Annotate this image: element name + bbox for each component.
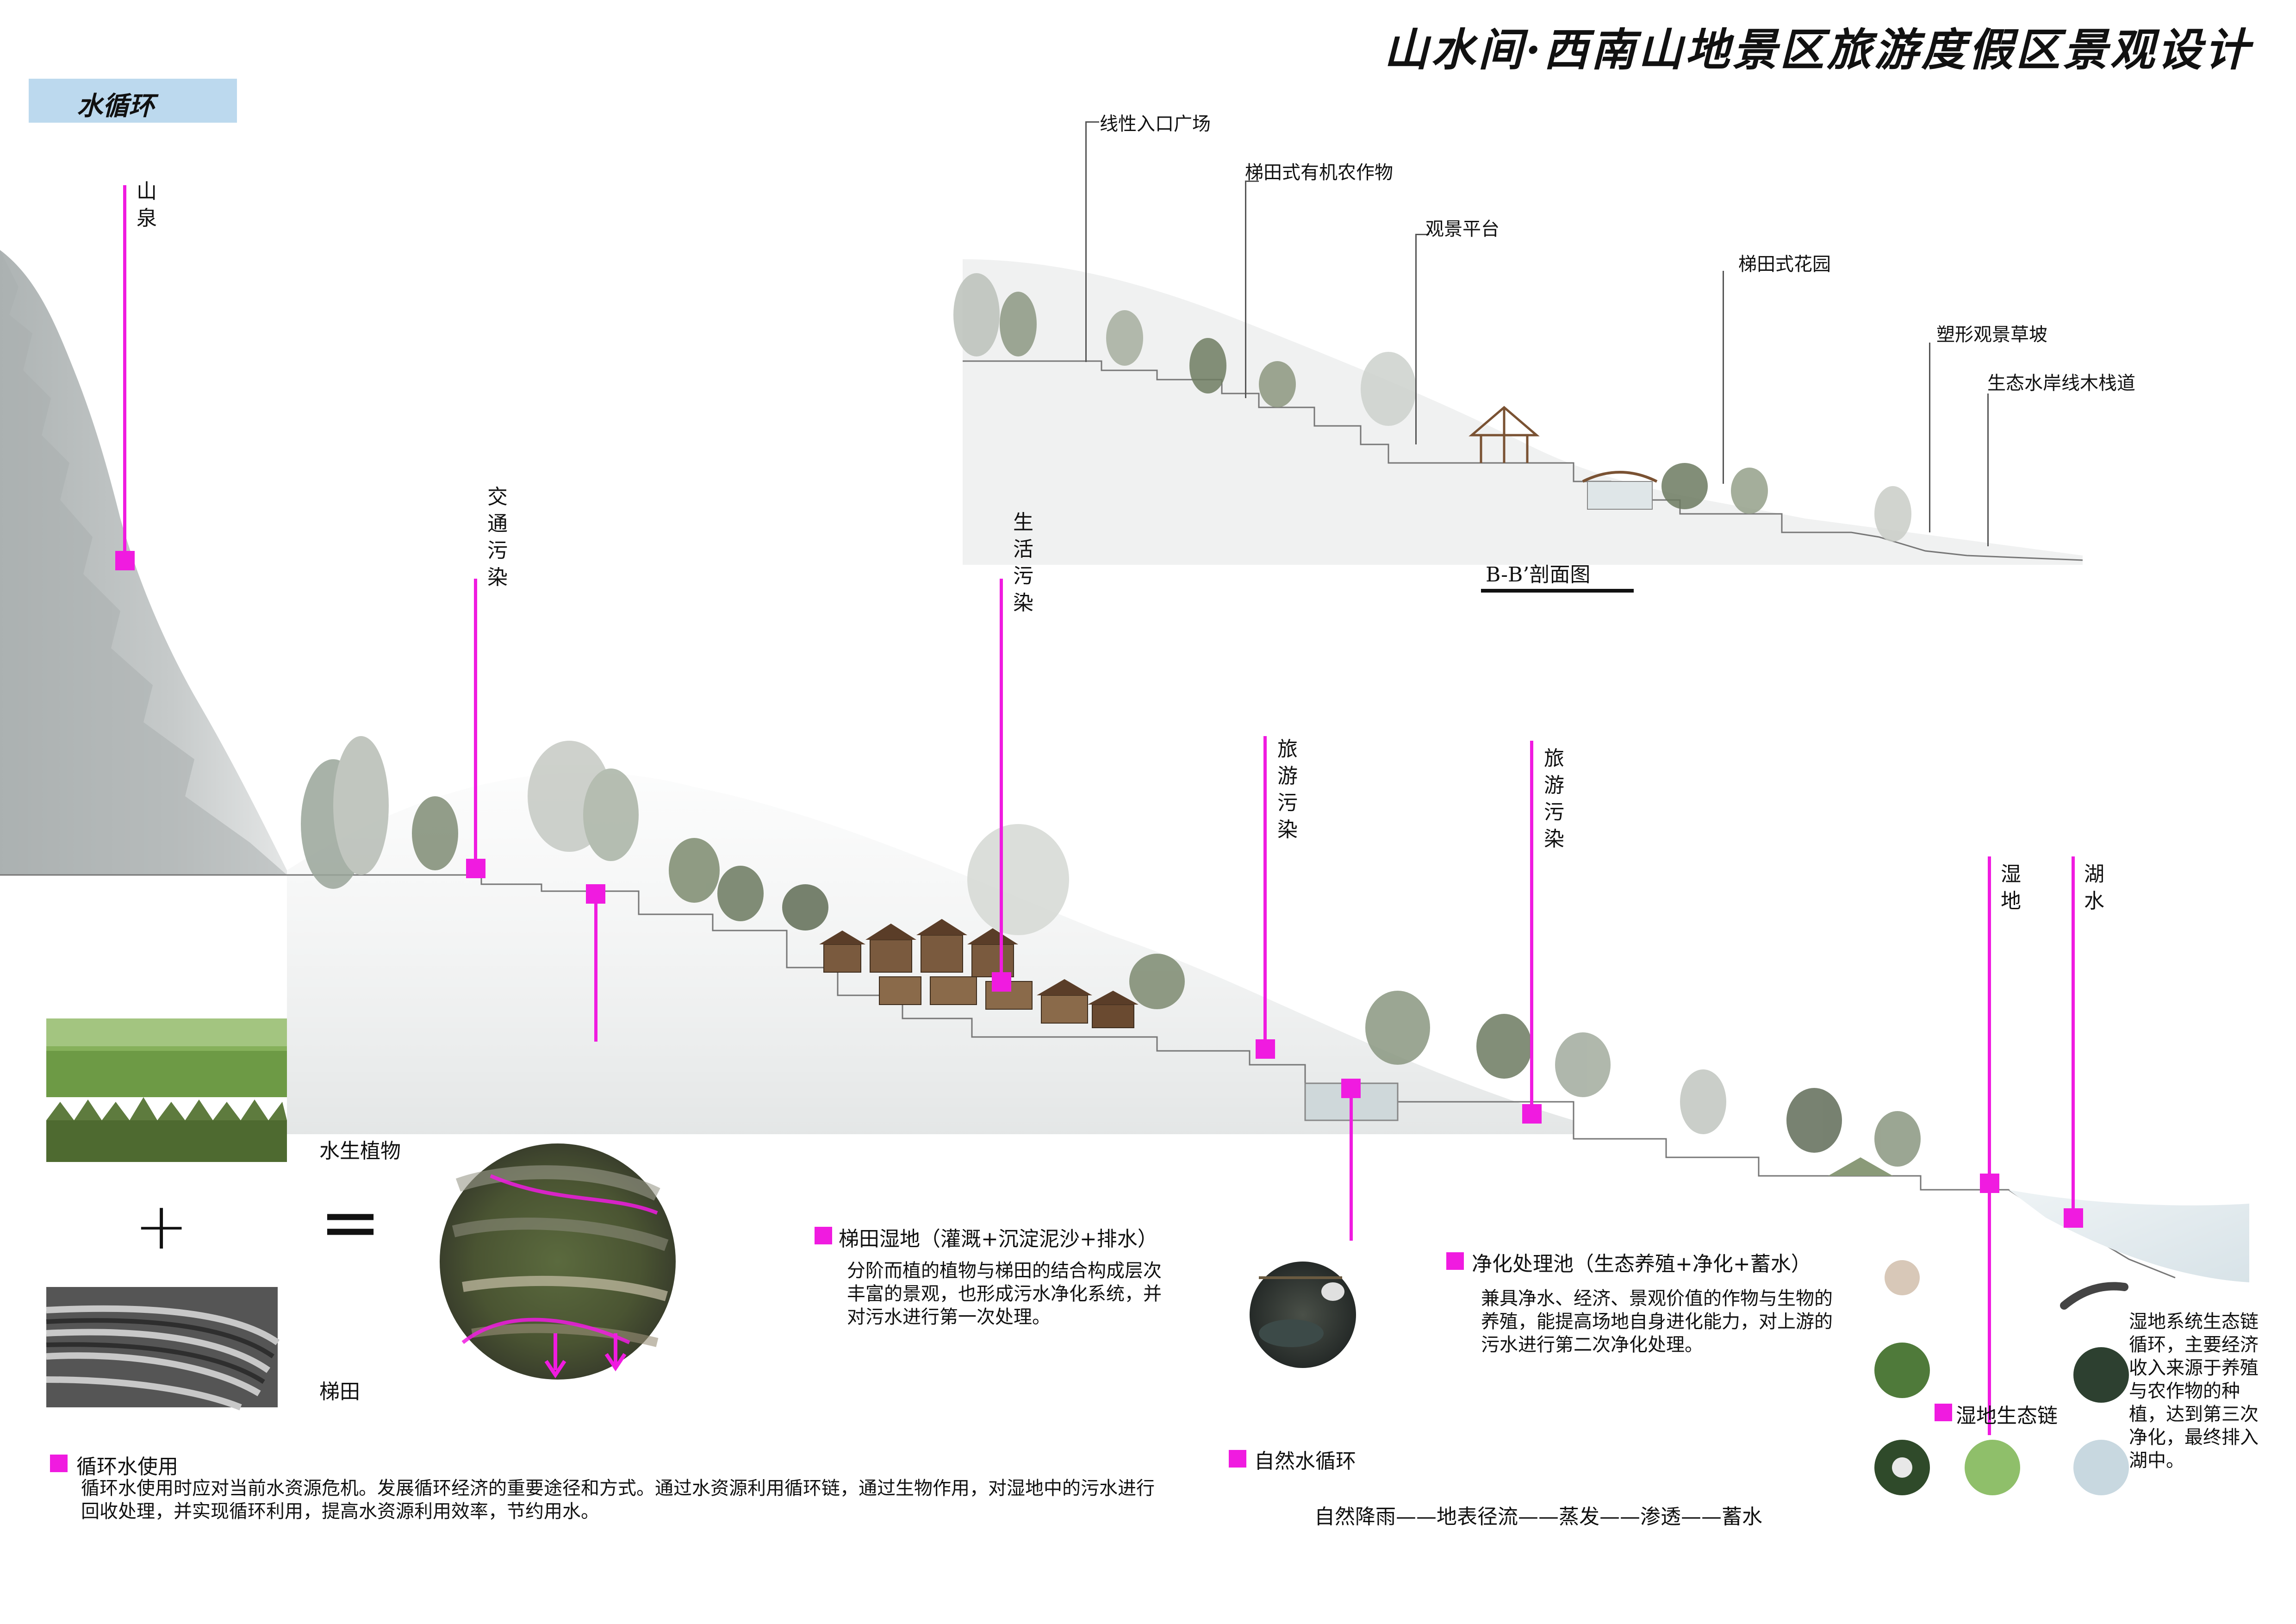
marker-label-traffic: 交通污染 xyxy=(487,485,508,589)
section-title: B-B’剖面图 xyxy=(1486,563,1591,587)
marker-terrace xyxy=(586,884,605,904)
section-label-garden: 梯田式花园 xyxy=(1738,254,1831,275)
page-title: 山水间·西南山地景区旅游度假区景观设计 xyxy=(1384,24,2252,76)
bullet-square xyxy=(1935,1404,1952,1421)
marker-line-wetland xyxy=(1988,856,1991,1435)
marker-line-terrace xyxy=(594,903,597,1042)
marker-label-lake: 湖水 xyxy=(2084,862,2104,913)
marker-line-domestic xyxy=(1000,579,1003,981)
leader-tick xyxy=(1415,234,1429,235)
section-label-crops: 梯田式有机农作物 xyxy=(1245,162,1393,183)
marker-line-traffic xyxy=(474,579,477,875)
marker-lake xyxy=(2064,1208,2083,1228)
leader-line xyxy=(1723,271,1724,484)
leader-tick xyxy=(1245,181,1259,182)
marker-domestic xyxy=(992,972,1011,992)
marker-spring xyxy=(115,551,135,570)
marker-line-lake xyxy=(2072,856,2075,1213)
section-label-entrance: 线性入口广场 xyxy=(1100,113,1211,135)
leader-tick xyxy=(1085,121,1099,123)
natural-cycle-heading: 自然水循环 xyxy=(1254,1449,1356,1473)
marker-pond xyxy=(1341,1079,1361,1098)
bullet-square xyxy=(50,1455,68,1472)
equation-plants-label: 水生植物 xyxy=(319,1139,401,1163)
bullet-square xyxy=(1446,1252,1464,1270)
bullet-square xyxy=(1229,1450,1246,1468)
purify-pond-heading: 净化处理池（生态养殖+净化+蓄水） xyxy=(1472,1252,1811,1276)
leader-line xyxy=(1085,121,1087,362)
marker-tourism-1 xyxy=(1256,1039,1275,1059)
equation-terrace-label: 梯田 xyxy=(319,1380,360,1404)
marker-line-spring xyxy=(123,185,126,565)
equation-plus: + xyxy=(134,1189,189,1264)
marker-label-wetland: 湿地 xyxy=(2001,862,2021,913)
bullet-square xyxy=(815,1227,832,1244)
section-title-underline xyxy=(1481,589,1634,593)
marker-label-domestic: 生活污染 xyxy=(1013,511,1033,615)
leader-line xyxy=(1987,394,1989,546)
wetland-chain-heading: 湿地生态链 xyxy=(1956,1404,2058,1428)
section-label-boardwalk: 生态水岸线木栈道 xyxy=(1987,373,2135,394)
marker-line-tourism-2 xyxy=(1530,741,1533,1111)
leader-line xyxy=(1929,343,1930,532)
recycle-body: 循环水使用时应对当前水资源危机。发展循环经济的重要途径和方式。通过水资源利用循环… xyxy=(81,1478,1155,1522)
leader-line xyxy=(1245,181,1246,398)
section-tag: 水循环 xyxy=(29,79,237,123)
terrace-wetland-body: 分阶而植的植物与梯田的结合构成层次丰富的景观，也形成污水净化系统，并对污水进行第… xyxy=(847,1260,1162,1328)
section-label-platform: 观景平台 xyxy=(1425,219,1500,240)
marker-line-pond xyxy=(1350,1097,1353,1241)
section-tag-label: 水循环 xyxy=(77,91,155,121)
recycle-heading: 循环水使用 xyxy=(76,1455,178,1479)
marker-label-tourism-2: 旅游污染 xyxy=(1544,747,1564,851)
natural-cycle-body: 自然降雨——地表径流——蒸发——渗透——蓄水 xyxy=(1314,1505,1762,1529)
marker-label-spring: 山泉 xyxy=(137,180,157,230)
marker-wetland xyxy=(1980,1174,1999,1193)
purify-pond-body: 兼具净水、经济、景观价值的作物与生物的养殖，能提高场地自身进化能力，对上游的污水… xyxy=(1481,1288,1833,1355)
wetland-chain-body: 湿地系统生态链循环，主要经济收入来源于养殖与农作物的种植，达到第三次净化，最终排… xyxy=(2129,1311,2259,1471)
leader-line xyxy=(1415,234,1417,444)
marker-label-tourism-1: 旅游污染 xyxy=(1277,737,1298,842)
marker-tourism-2 xyxy=(1522,1104,1542,1124)
marker-line-tourism-1 xyxy=(1263,736,1267,1046)
terrace-wetland-heading: 梯田湿地（灌溉+沉淀泥沙+排水） xyxy=(839,1227,1158,1251)
section-label-grass-slope: 塑形观景草坡 xyxy=(1936,324,2047,345)
equation-equals: = xyxy=(319,1179,382,1265)
marker-traffic xyxy=(466,859,485,878)
